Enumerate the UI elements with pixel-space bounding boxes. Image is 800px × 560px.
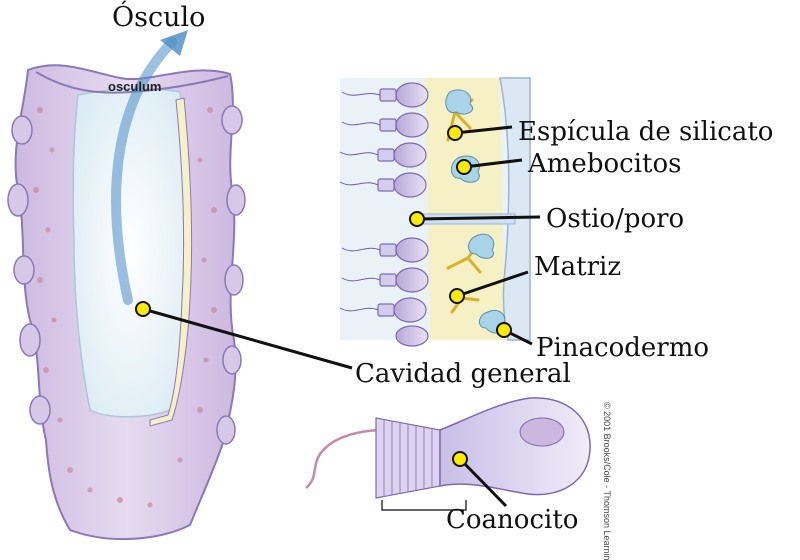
choanocyte-nucleus	[519, 417, 565, 447]
spongocoel-cavity	[72, 87, 189, 418]
leader-matriz	[456, 270, 529, 298]
leader-amebocitos	[463, 158, 523, 169]
leader-cavidad	[142, 307, 353, 370]
choanoderm-lining	[149, 97, 193, 427]
leader-ostio	[416, 215, 541, 221]
collar-bracket	[381, 500, 467, 511]
label-coanocito: Coanocito	[446, 505, 578, 535]
choanocyte-body	[439, 397, 591, 496]
sponge-pores	[33, 107, 217, 508]
choanocyte-column	[339, 82, 429, 347]
osculum-rim	[35, 71, 229, 94]
marker-matriz	[449, 288, 465, 304]
label-espicula: Espícula de silicato	[518, 117, 773, 147]
label-ostio: Ostio/poro	[546, 204, 684, 234]
marker-amebocitos	[456, 159, 472, 175]
label-amebocitos: Amebocitos	[527, 149, 681, 179]
markers	[135, 125, 512, 467]
marker-ostio	[409, 211, 425, 227]
label-matriz: Matriz	[534, 252, 621, 282]
mesohyl-band	[425, 78, 505, 340]
water-flow-arrowhead	[160, 30, 188, 56]
marker-coanocito	[452, 451, 468, 467]
leader-coanocito	[458, 457, 508, 508]
choanocyte-flagellum	[305, 428, 379, 489]
collar-microvilli	[383, 420, 433, 496]
choanocyte-detail	[305, 397, 591, 511]
leader-espicula	[454, 125, 513, 135]
label-osculo: Ósculo	[112, 0, 205, 33]
marker-cavidad	[135, 301, 151, 317]
osculum-inner-label: osculum	[108, 79, 161, 94]
body-wall-detail	[339, 77, 531, 347]
marker-pinacodermo	[496, 322, 512, 338]
copyright-text: © 2001 Brooks/Cole - Thomson Learning	[602, 402, 612, 560]
water-flow-arrow	[111, 37, 177, 305]
marker-espicula	[447, 125, 463, 141]
sponge-surface-lobes	[7, 105, 246, 445]
leader-lines	[142, 125, 541, 508]
label-pinacodermo: Pinacodermo	[536, 333, 709, 363]
label-cavidad: Cavidad general	[355, 359, 571, 389]
